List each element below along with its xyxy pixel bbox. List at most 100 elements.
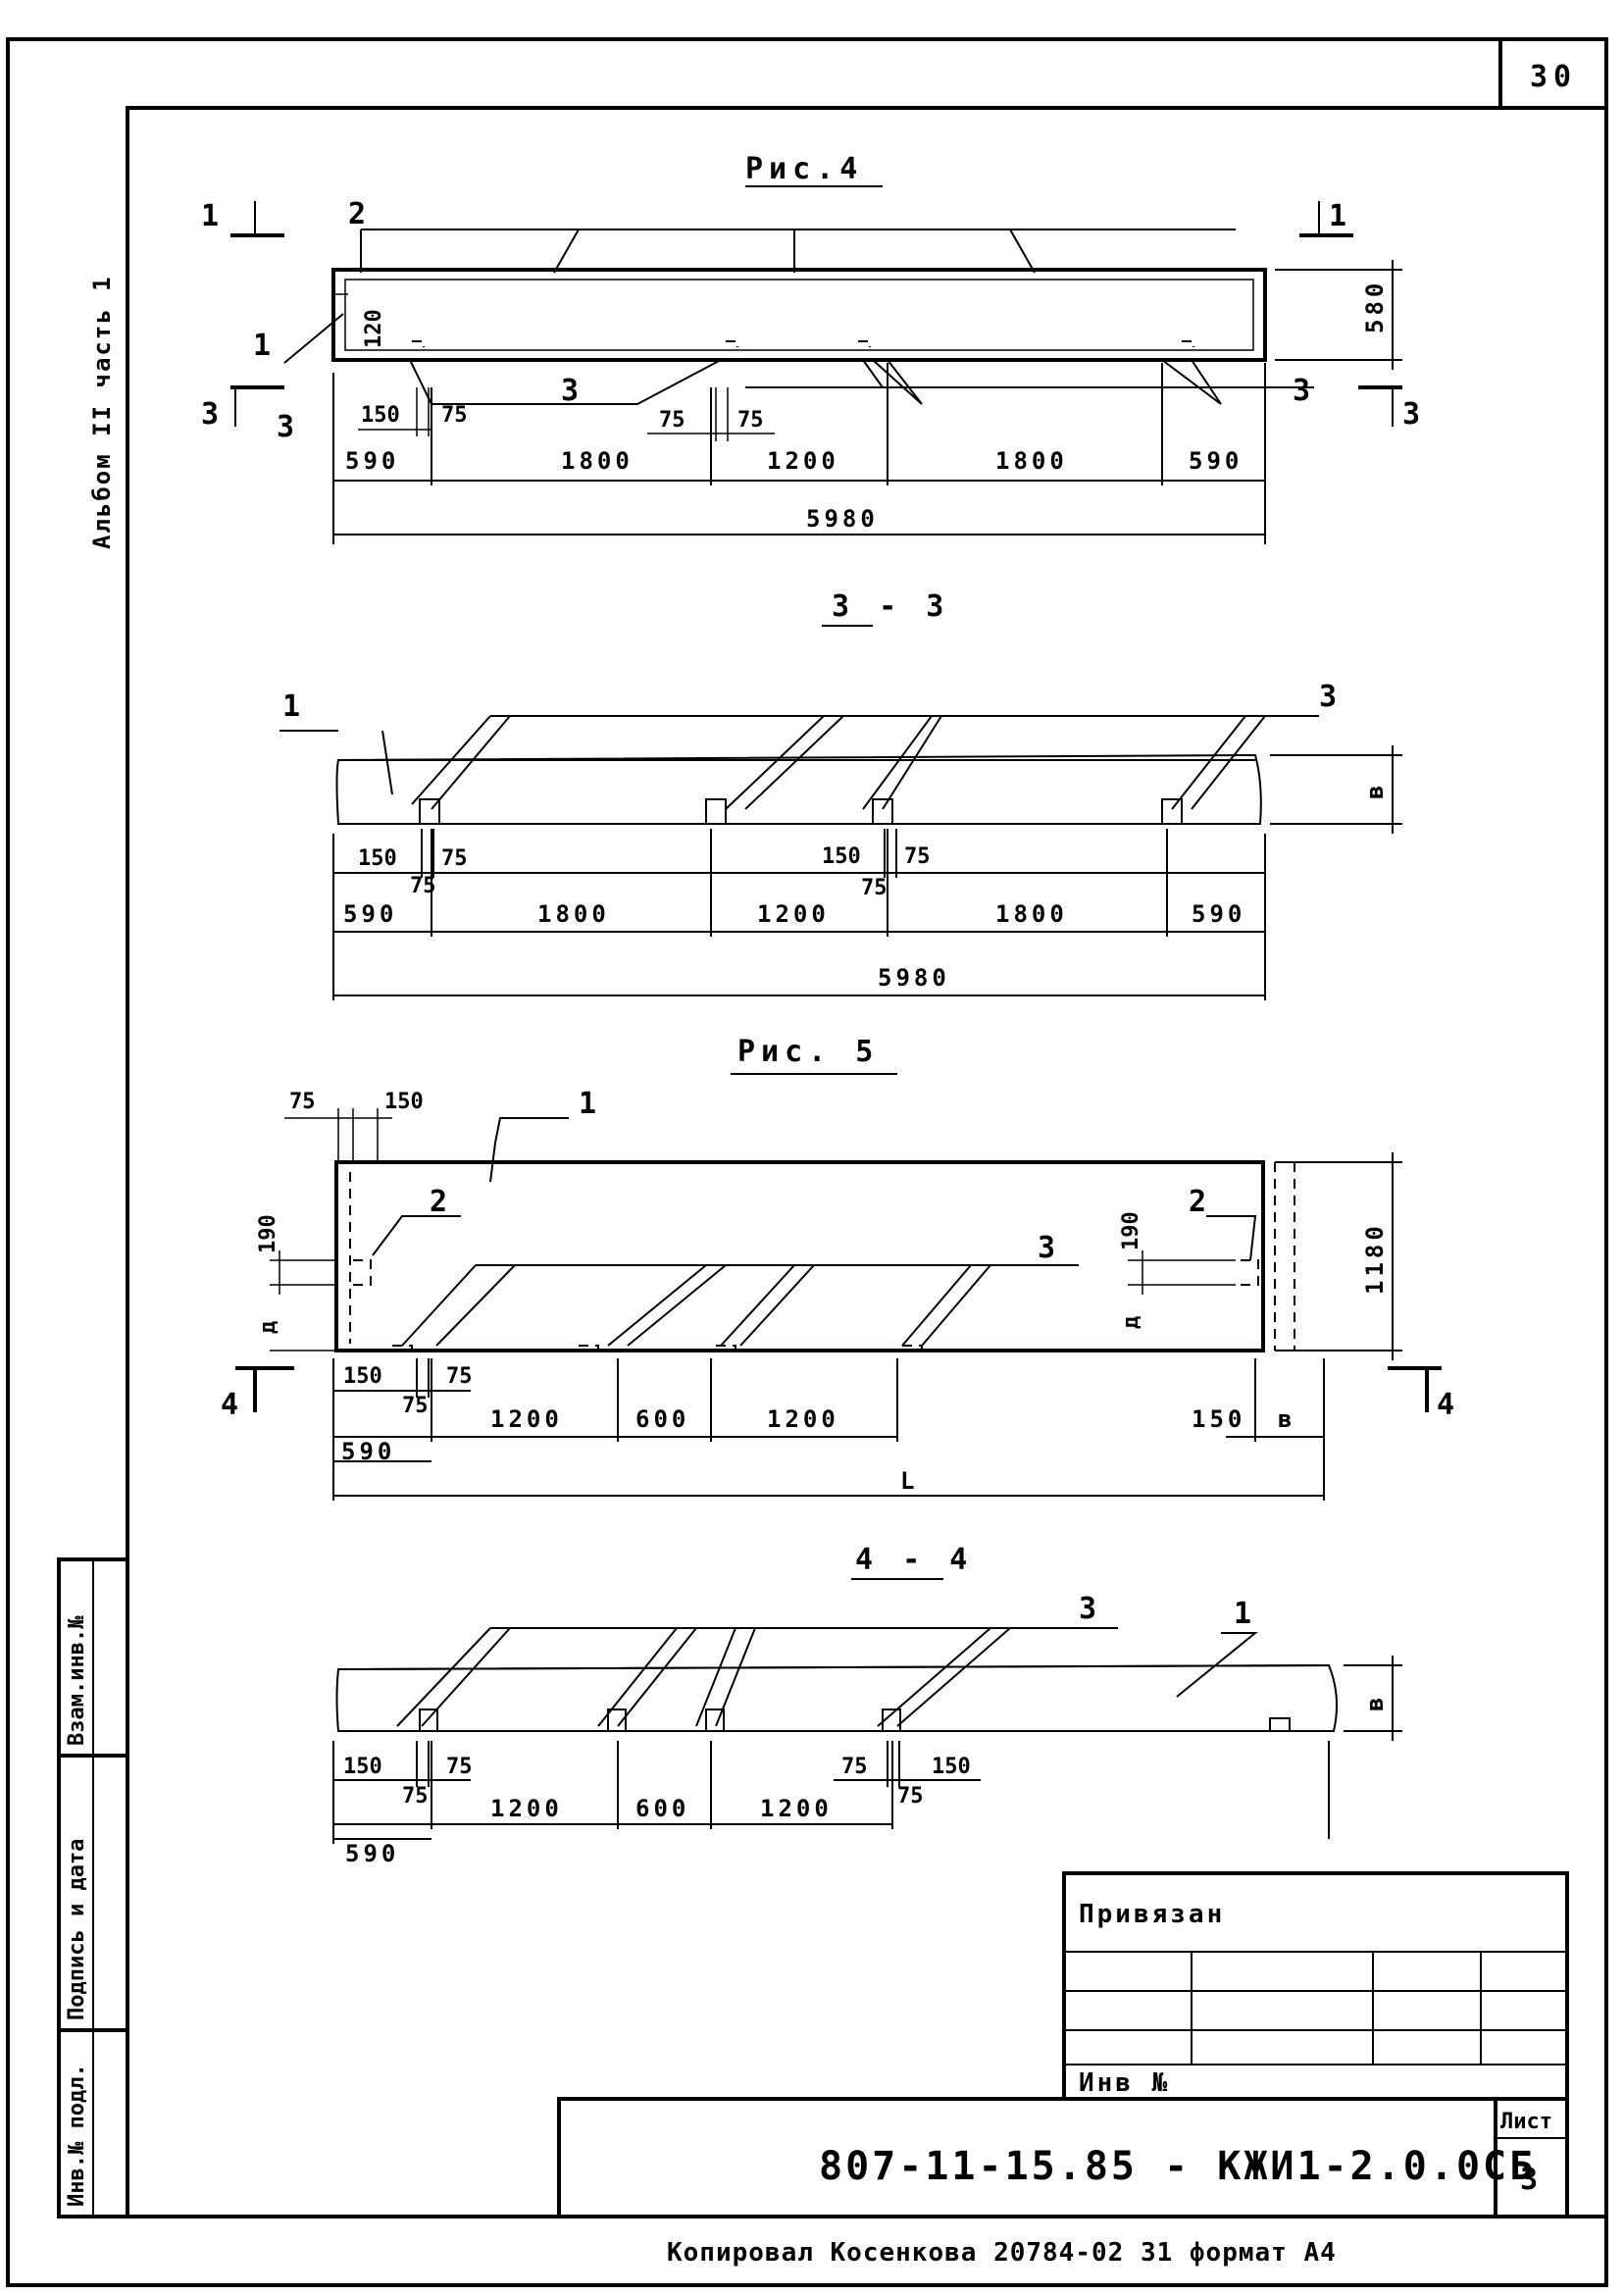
fig4-pos-3a: 3 <box>277 410 300 444</box>
footer-copy-note: Копировал Косенкова 20784-02 31 формат А… <box>667 2238 1337 2268</box>
fig5-dim-1200a: 1200 <box>490 1405 563 1433</box>
sec33-height: в <box>1361 782 1389 799</box>
fig4-dim-1800a: 1800 <box>561 447 634 475</box>
sec33-pos-1: 1 <box>282 689 306 724</box>
tb-list-label: Лист <box>1500 2110 1552 2134</box>
fig5-pos-1: 1 <box>579 1087 602 1121</box>
fig4-section-mark-1a: 1 <box>201 199 225 233</box>
sec33-dim-lines <box>332 829 1266 1000</box>
fig5-dim-150: 150 <box>1192 1405 1245 1433</box>
sec44-small-150a: 150 <box>343 1755 382 1779</box>
fig5-top-150: 150 <box>384 1090 424 1114</box>
fig4-overall: 5980 <box>806 505 879 533</box>
section-4-4: 4 - 4 3 1 в 150 75 75 75 150 75 1200 600… <box>332 1543 1402 1867</box>
fig4-small-150: 150 <box>361 403 400 428</box>
fig5-pos-2b: 2 <box>1189 1185 1212 1219</box>
fig4-dim-590a: 590 <box>345 447 399 475</box>
sheet-number: 30 <box>1530 60 1577 94</box>
sec44-small-150b: 150 <box>932 1755 971 1779</box>
fig4-small-75b: 75 <box>659 408 685 433</box>
fig5-small-150: 150 <box>343 1364 382 1389</box>
fig5-dim-1200b: 1200 <box>767 1405 839 1433</box>
stamp-vzam-inv: Взам.инв.№ <box>65 1615 89 1746</box>
sec44-small-75b: 75 <box>446 1755 473 1779</box>
fig4-pos-1: 1 <box>253 329 277 363</box>
fig5-overall-L: L <box>900 1467 918 1495</box>
sec44-small-75d: 75 <box>897 1784 924 1809</box>
fig5-right-190: 190 <box>1119 1211 1143 1250</box>
fig4-pos-2: 2 <box>348 197 372 231</box>
fig4-small-120: 120 <box>362 309 386 348</box>
fig5-dim-590: 590 <box>341 1438 395 1465</box>
fig4-leaders-2 <box>360 229 1236 274</box>
sec44-title: 4 - 4 <box>855 1543 973 1577</box>
sec33-small-75b: 75 <box>441 846 468 871</box>
sec33-small-75d: 75 <box>904 844 931 869</box>
fig5-right-d: д <box>1119 1316 1143 1329</box>
fig5-top-75: 75 <box>289 1090 316 1114</box>
fig4-section-mark-3b: 3 <box>1402 397 1426 432</box>
title-block: Привязан Инв № 807-11-15.85 - КЖИ1-2.0.0… <box>557 1871 1569 2218</box>
fig4-small-75c: 75 <box>737 408 764 433</box>
tb-privyazan: Привязан <box>1079 1900 1225 1929</box>
fig5-section-mark-4a: 4 <box>221 1388 244 1422</box>
sec33-title: 3 - 3 <box>832 589 949 624</box>
sec33-leaders <box>411 715 1319 810</box>
fig5-left-190: 190 <box>256 1214 280 1253</box>
fig5-leaders-3 <box>401 1264 1079 1347</box>
fig4-title: Рис.4 <box>745 152 863 186</box>
fig4-height-580: 580 <box>1361 280 1389 333</box>
sec44-dim-590: 590 <box>345 1840 399 1867</box>
sec33-dim-1800b: 1800 <box>995 900 1068 928</box>
sec44-dim-lines <box>332 1741 1330 1844</box>
stamp-inv-podl: Инв.№ подл. <box>65 2064 89 2207</box>
sec44-small-75c: 75 <box>841 1755 868 1779</box>
sheet-number-box <box>1498 37 1608 110</box>
sec44-pos-1: 1 <box>1234 1597 1257 1631</box>
fig5-dim-lines <box>332 1358 1325 1501</box>
fig4-dim-1800b: 1800 <box>995 447 1068 475</box>
sec33-dim-590b: 590 <box>1192 900 1245 928</box>
sec33-overall: 5980 <box>878 964 950 992</box>
sec33-small-150a: 150 <box>358 846 397 871</box>
fig5-small-75a: 75 <box>402 1394 429 1418</box>
sec44-leaders <box>396 1627 1118 1727</box>
tb-inv: Инв № <box>1079 2068 1170 2098</box>
sec33-dim-1200: 1200 <box>757 900 830 928</box>
sec44-pos-3: 3 <box>1079 1592 1102 1626</box>
sec33-dim-1800a: 1800 <box>537 900 610 928</box>
fig5-title: Рис. 5 <box>737 1035 879 1069</box>
side-label: Альбом II часть 1 <box>88 275 116 549</box>
fig4-pos-3c: 3 <box>1293 374 1316 408</box>
sec33-small-150b: 150 <box>822 844 861 869</box>
left-stamp: Взам.инв.№ Подпись и дата Инв.№ подл. <box>57 1557 129 2218</box>
figure-4: Рис.4 1 1 3 3 1 2 3 3 3 150 75 75 75 120 <box>201 152 1426 544</box>
sec44-small-75a: 75 <box>402 1784 429 1809</box>
tb-list-number: 3 <box>1520 2163 1544 2197</box>
stamp-podpis-data: Подпись и дата <box>65 1839 89 2020</box>
sec44-dim-1200b: 1200 <box>760 1795 833 1822</box>
fig5-pos-2a: 2 <box>430 1185 453 1219</box>
fig4-dim-lines <box>332 363 1266 544</box>
fig4-section-mark-1b: 1 <box>1329 199 1352 233</box>
fig5-dim-600: 600 <box>635 1405 689 1433</box>
fig5-left-d: д <box>256 1321 280 1334</box>
fig5-pos-3: 3 <box>1038 1231 1061 1265</box>
fig4-dim-1200: 1200 <box>767 447 839 475</box>
fig4-pos-3b: 3 <box>561 374 584 408</box>
fig5-small-75b: 75 <box>446 1364 473 1389</box>
fig5-height-1180: 1180 <box>1361 1222 1389 1295</box>
sec44-height: в <box>1361 1694 1389 1711</box>
sec44-dim-600: 600 <box>635 1795 689 1822</box>
sec33-dim-590a: 590 <box>343 900 397 928</box>
fig5-dim-b: в <box>1278 1405 1295 1433</box>
sec33-small-75c: 75 <box>861 876 888 900</box>
fig5-section-mark-4b: 4 <box>1437 1388 1460 1422</box>
figure-5: Рис. 5 75 150 1 2 2 3 190 д 190 д 1180 4… <box>221 1035 1460 1501</box>
fig4-small-75a: 75 <box>441 403 468 428</box>
sec33-pos-3: 3 <box>1319 680 1343 714</box>
section-3-3: 3 - 3 1 3 в 150 75 75 150 75 75 590 1800… <box>279 589 1402 1000</box>
tb-code: 807-11-15.85 - КЖИ1-2.0.0СБ <box>819 2144 1536 2189</box>
fig4-dim-590b: 590 <box>1189 447 1243 475</box>
